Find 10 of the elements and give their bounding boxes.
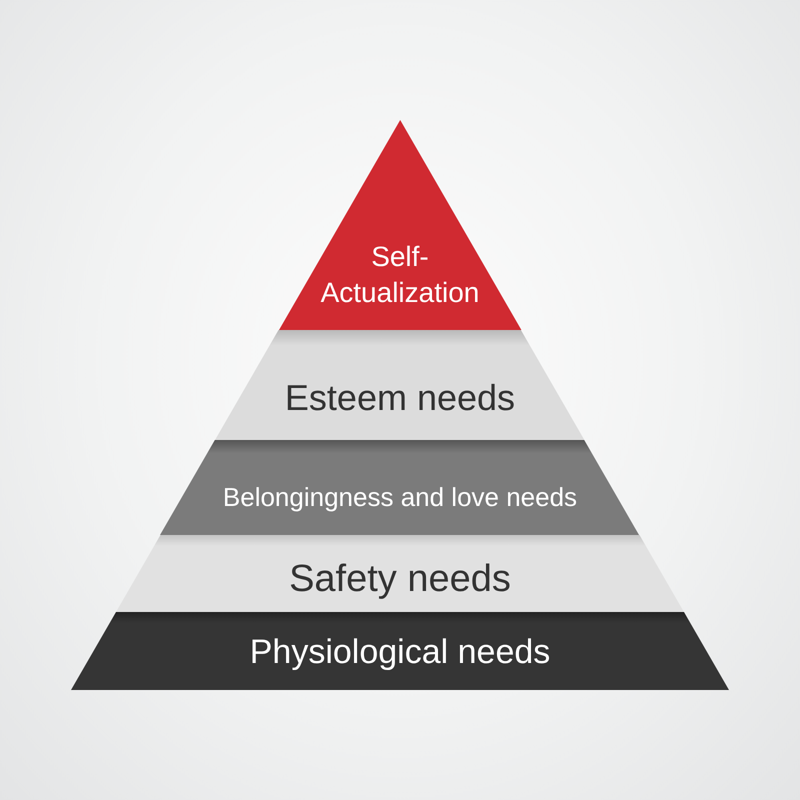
pyramid-tier xyxy=(160,440,640,535)
tier-label: Physiological needs xyxy=(250,632,550,672)
pyramid-tier xyxy=(215,330,585,440)
pyramid-tier xyxy=(116,535,684,612)
pyramid-tier xyxy=(71,612,729,690)
tier-label: Belongingness and love needs xyxy=(222,481,578,513)
tier-label: Esteem needs xyxy=(284,377,516,419)
tier-label: Self-Actualization xyxy=(320,240,480,310)
tier-label: Safety needs xyxy=(289,557,511,601)
pyramid-apex xyxy=(278,120,522,330)
